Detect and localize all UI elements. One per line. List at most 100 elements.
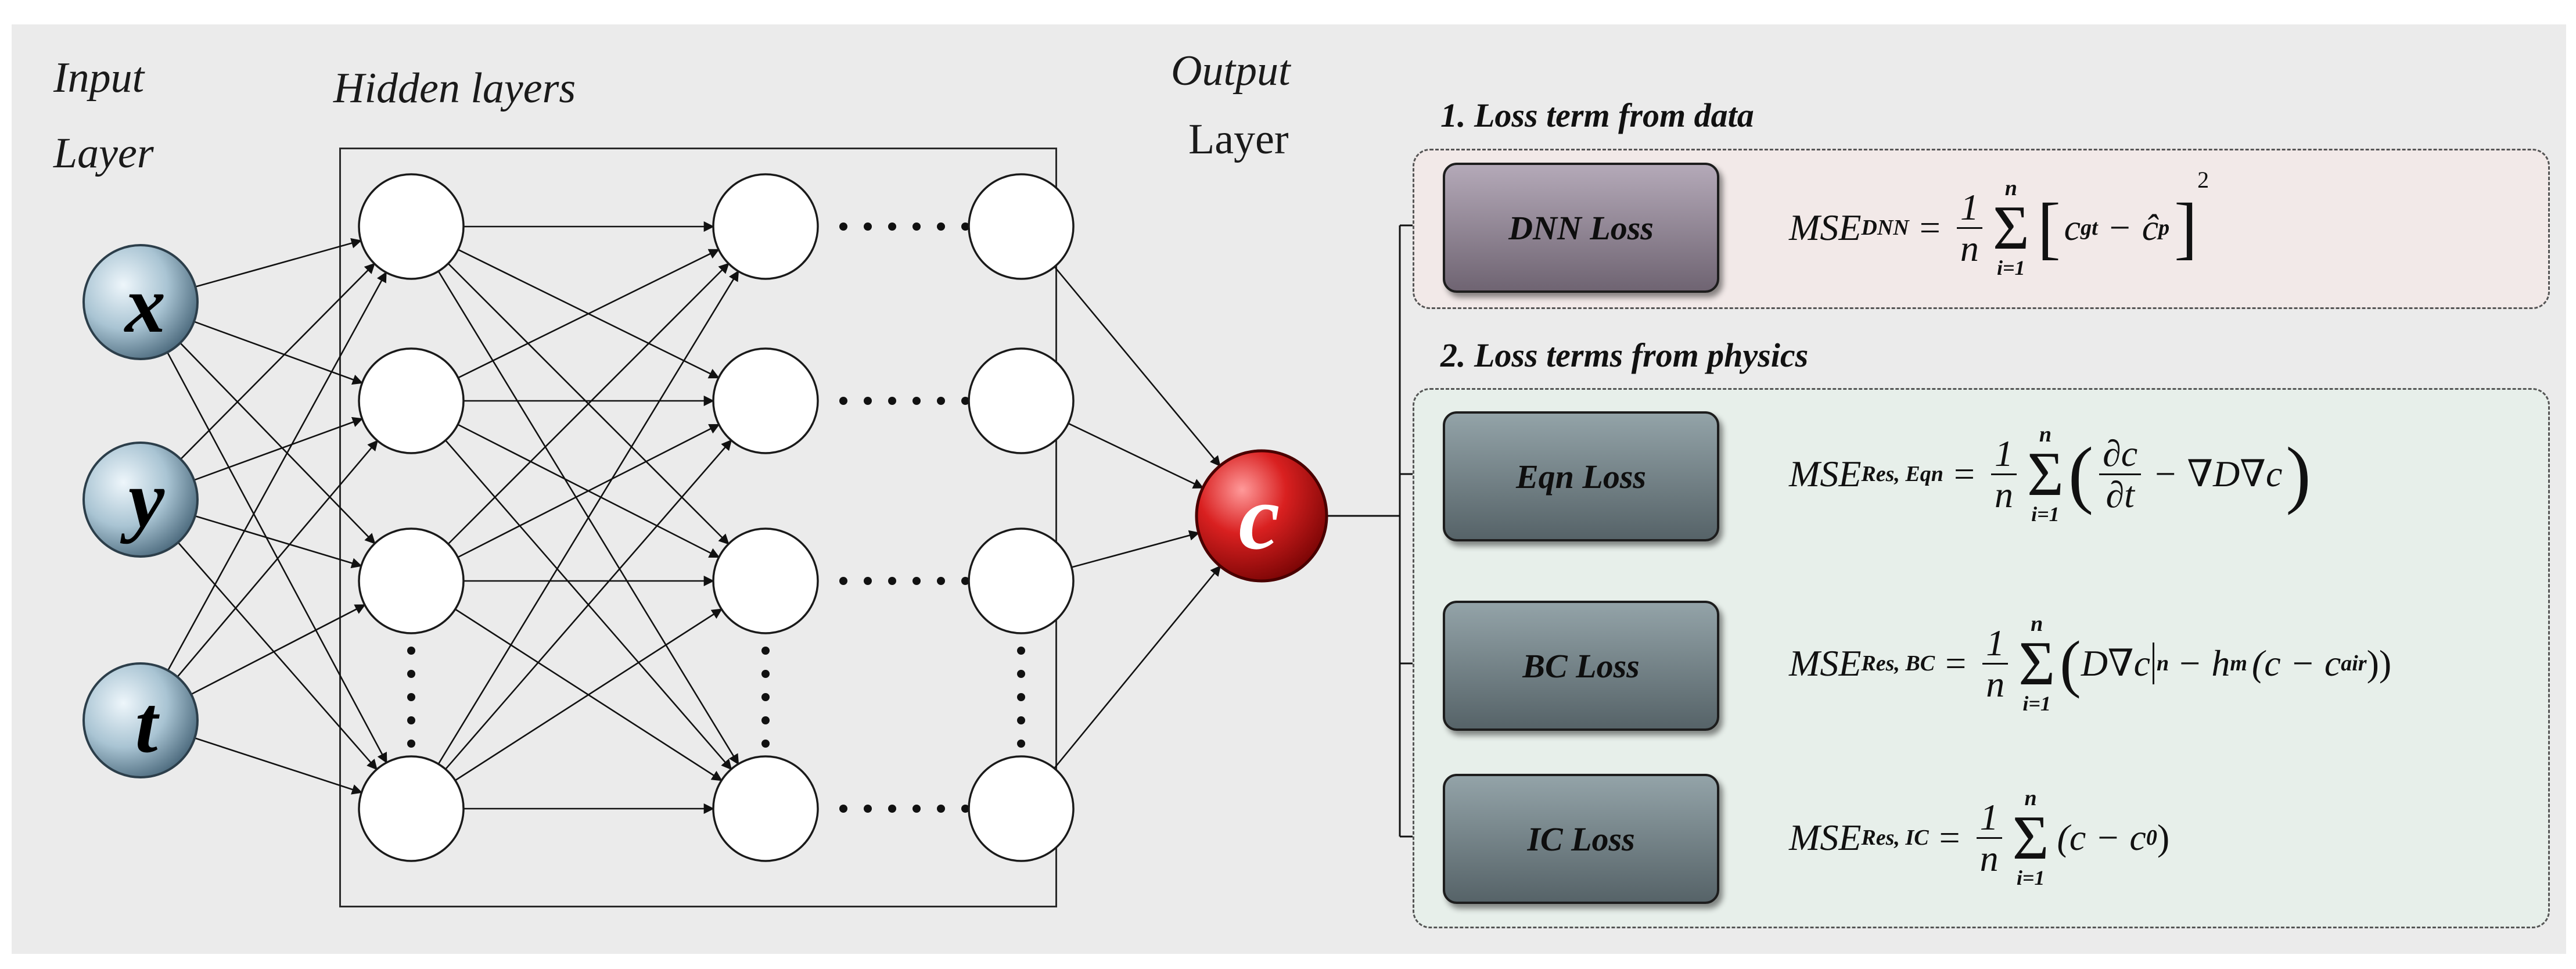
hidden-node-l2-0: [712, 173, 819, 280]
edge-hidden3-1-output: [1068, 422, 1204, 489]
vertical-dot-col-0-3: [407, 716, 415, 724]
ellipsis-dot-row-3-1: [864, 805, 872, 813]
section-physics-header: 2. Loss terms from physics: [1440, 336, 1809, 374]
ellipsis-dot-row-2-5: [961, 577, 969, 585]
eq-eqn-d-den: ∂t: [2106, 473, 2135, 515]
vertical-dot-col-2-4: [1017, 740, 1025, 748]
output-layer-label-2: Layer: [1188, 116, 1289, 163]
edge-hidden1-3-hidden2-2: [455, 608, 723, 781]
hidden-node-l3-0: [968, 173, 1075, 280]
eq-bc-sum-top: n: [2031, 611, 2043, 636]
ellipsis-dot-row-3-5: [961, 805, 969, 813]
vertical-dot-col-2-3: [1017, 716, 1025, 724]
network-nodes: [82, 173, 1328, 862]
edge-hidden3-2-output: [1071, 530, 1200, 568]
eq-dnn-sum-bot: i=1: [1997, 256, 2025, 280]
edge-hidden1-1-hidden2-0: [458, 249, 720, 379]
vertical-dot-col-0-0: [407, 647, 415, 655]
hidden-node-l3-3: [968, 755, 1075, 862]
ellipsis-dot-row-1-3: [912, 397, 921, 405]
eq-ic-body: (c − c: [2057, 817, 2146, 858]
vertical-dot-col-0-2: [407, 693, 415, 701]
eq-eqn-rest: − ∇D∇c: [2153, 453, 2283, 494]
edge-input-2-hidden1-3: [194, 737, 363, 795]
eq-ic-zero-sub: 0: [2146, 826, 2157, 850]
ellipsis-dot-row-3-0: [839, 805, 847, 813]
edge-hidden3-0-output: [1054, 266, 1221, 467]
edge-hidden1-3-hidden2-1: [445, 439, 732, 770]
eqn-loss-box: Eqn Loss: [1443, 411, 1719, 541]
ellipsis-dot-row-1-0: [839, 397, 847, 405]
ellipsis-dot-row-3-4: [937, 805, 945, 813]
edge-input-2-hidden1-1: [177, 440, 378, 678]
vertical-dot-col-1-2: [761, 693, 770, 701]
ellipsis-dot-row-2-3: [912, 577, 921, 585]
edge-input-1-hidden1-1: [193, 417, 364, 481]
eq-dnn-term2: ĉ: [2142, 207, 2159, 248]
input-node-0: [82, 244, 199, 360]
edge-input-0-hidden1-1: [193, 321, 364, 385]
eq-ic-sum-top: n: [2024, 785, 2037, 810]
section-data-header: 1. Loss term from data: [1440, 96, 1754, 134]
eq-dnn-term2-sub: p: [2158, 216, 2170, 240]
ellipsis-dot-row-0-1: [864, 222, 872, 231]
eq-eqn-sum-top: n: [2039, 422, 2052, 447]
ellipsis-dot-row-2-1: [864, 577, 872, 585]
eq-dnn-term1-sub: gt: [2081, 216, 2098, 240]
vertical-dot-col-1-3: [761, 716, 770, 724]
edge-hidden1-3-hidden2-0: [437, 270, 739, 765]
eq-bc-bar-sub: n: [2157, 651, 2169, 676]
eq-bc-sum-bot: i=1: [2022, 692, 2051, 716]
ellipsis-dot-row-2-0: [839, 577, 847, 585]
hidden-node-l3-2: [968, 527, 1075, 634]
edge-hidden1-2-hidden2-1: [457, 424, 720, 558]
output-node: [1195, 449, 1328, 583]
vertical-dot-col-2-1: [1017, 670, 1025, 678]
ellipsis-dot-row-1-5: [961, 397, 969, 405]
connection-lines: [167, 221, 1221, 814]
eq-ic-close: ): [2157, 817, 2170, 858]
eq-eqn-frac-den: n: [1994, 473, 2013, 515]
eq-bc-lhs-sub: Res, BC: [1861, 651, 1935, 676]
ellipsis-dot-row-1-4: [937, 397, 945, 405]
eq-ic-lhs-sub: Res, IC: [1861, 826, 1929, 850]
edge-input-1-hidden1-0: [180, 263, 375, 460]
ellipsis-dot-row-0-5: [961, 222, 969, 231]
edge-hidden3-3-output: [1054, 565, 1221, 769]
ellipsis-dot-row-3-2: [888, 805, 896, 813]
edge-input-1-hidden1-2: [195, 515, 362, 569]
eq-dnn-term1: c: [2064, 207, 2081, 248]
input-t-label: t: [135, 680, 158, 770]
eq-ic-frac-num: 1: [1976, 798, 2002, 839]
ellipsis-dot-row-0-3: [912, 222, 921, 231]
eq-bc-h-sub: m: [2230, 651, 2247, 676]
eq-dnn-sum-top: n: [2004, 175, 2017, 200]
hidden-node-l1-3: [358, 755, 465, 862]
output-c-label: c: [1238, 465, 1280, 569]
eq-bc-lhs: MSE: [1789, 643, 1862, 684]
eq-eqn-d-num: ∂c: [2099, 434, 2142, 475]
eq-ic-sum-bot: i=1: [2016, 866, 2045, 890]
hidden-node-l2-3: [712, 755, 819, 862]
input-node-2: [82, 662, 199, 778]
ellipsis-dot-row-0-4: [937, 222, 945, 231]
eq-bc-rest1: − h: [2177, 643, 2230, 684]
eq-dnn-minus: −: [2109, 207, 2131, 248]
edge-input-2-hidden1-2: [191, 604, 366, 695]
bc-loss-box: BC Loss: [1443, 601, 1719, 731]
input-node-1: [82, 442, 199, 558]
eq-bc-body: D∇c: [2081, 643, 2151, 684]
ellipsis-dot-row-1-2: [888, 397, 896, 405]
eq-dnn-power: 2: [2197, 167, 2209, 193]
edge-input-1-hidden1-3: [177, 541, 378, 770]
vertical-dot-col-1-0: [761, 647, 770, 655]
eq-bc-close: )): [2366, 643, 2392, 684]
ellipsis-dot-row-2-4: [937, 577, 945, 585]
eq-dnn-lhs-sub: DNN: [1861, 216, 1909, 240]
